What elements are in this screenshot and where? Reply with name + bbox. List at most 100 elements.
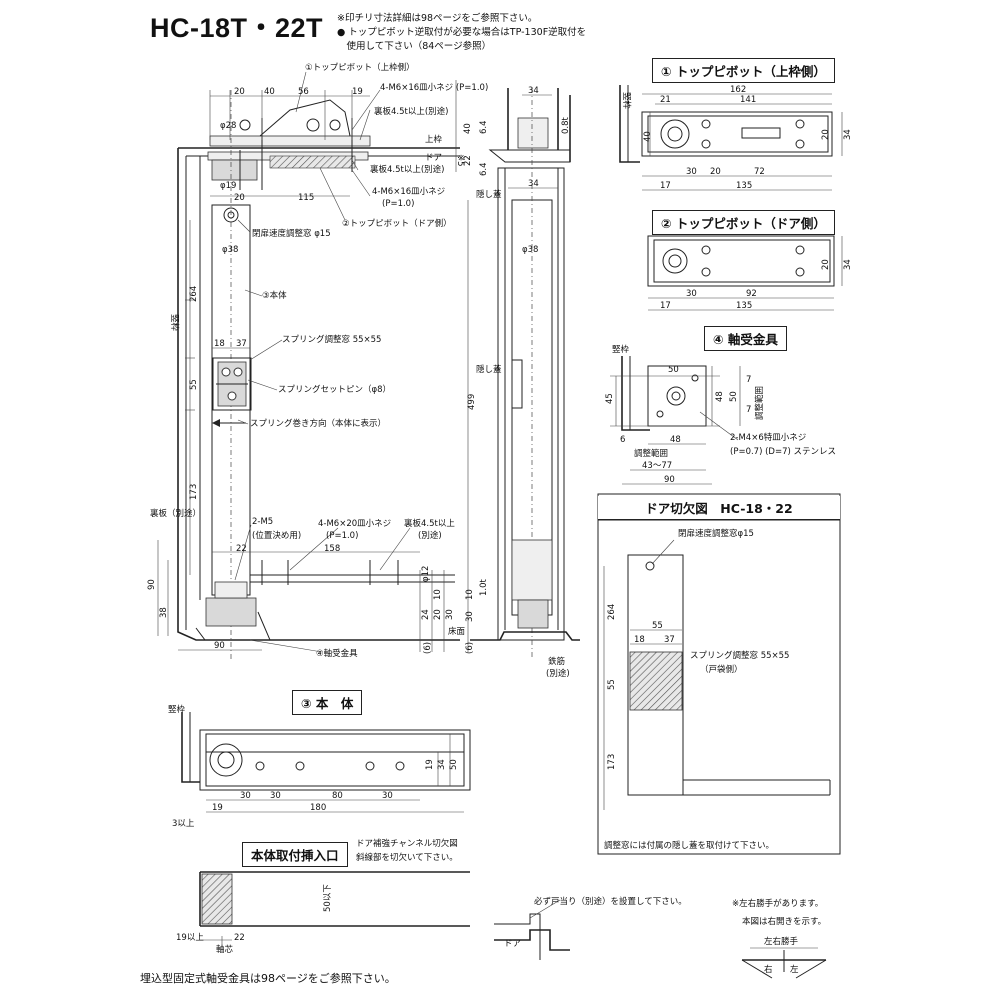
dim-phi38: φ38 bbox=[222, 245, 238, 255]
label-backing4b: (別途) bbox=[418, 530, 442, 541]
panel1-title: ① トップピボット（上枠側） bbox=[652, 58, 835, 83]
p5-dim-180: 180 bbox=[310, 803, 326, 813]
dim-30: 30 bbox=[445, 609, 455, 620]
label-steel-bar: 鉄筋 bbox=[548, 656, 565, 667]
dim-6b: (6) bbox=[465, 642, 475, 654]
dim-6: (6) bbox=[423, 642, 433, 654]
p3-dim-48v: 48 bbox=[715, 391, 725, 402]
p6-note2: 斜線部を切欠いて下さい。 bbox=[356, 852, 458, 863]
dim-phi12: φ12 bbox=[421, 566, 431, 582]
p3-dim-7a: 7 bbox=[746, 375, 751, 385]
p6-note1: ドア補強チャンネル切欠図 bbox=[356, 838, 458, 849]
label-screw2b: (P=1.0) bbox=[382, 199, 414, 209]
p4-note: 調整窓には付属の隠し蓋を取付けて下さい。 bbox=[604, 840, 774, 851]
dim-6-4b: 6.4 bbox=[479, 162, 489, 176]
p3-dim-6: 6 bbox=[620, 435, 625, 445]
label-asterisk: ※5 bbox=[455, 154, 465, 167]
panel1-frame: 竪枠 bbox=[621, 92, 632, 110]
dim-19: 19 bbox=[352, 87, 363, 97]
p5-dim-19b: 19 bbox=[425, 759, 435, 770]
label-screw2: 4-M6×16皿小ネジ bbox=[372, 186, 445, 197]
dim-40-side: 40 bbox=[463, 123, 473, 134]
dim-18: 18 bbox=[214, 339, 225, 349]
label-tp-top: ①トップピボット（上枠側） bbox=[305, 62, 415, 73]
p1-dim-30: 30 bbox=[686, 167, 697, 177]
panel-door-cutout bbox=[597, 493, 841, 855]
dim-34-top: 34 bbox=[528, 86, 539, 96]
bearing-block bbox=[205, 597, 257, 627]
label-vertical-frame: 竪枠 bbox=[169, 314, 180, 332]
dim-40: 40 bbox=[264, 87, 275, 97]
label-backing3: 裏板（別途） bbox=[150, 508, 201, 519]
p1-dim-34: 34 bbox=[843, 129, 853, 140]
dim-0-8t: 0.8t bbox=[561, 116, 571, 134]
dim-22-side: 22 bbox=[463, 155, 473, 166]
p6-axis: 軸芯 bbox=[216, 944, 234, 955]
p4-dim-18: 18 bbox=[634, 635, 645, 645]
panel-top-pivot-frame bbox=[619, 85, 843, 191]
p6-dim-50: 50以下 bbox=[323, 884, 333, 912]
p6-min19: 19以上 bbox=[176, 933, 204, 943]
label-m5b: (位置決め用) bbox=[252, 530, 301, 541]
dim-6-4a: 6.4 bbox=[479, 120, 489, 134]
panel-insertion bbox=[199, 871, 470, 950]
panel-door-stop bbox=[494, 899, 570, 960]
label-steel-bar-2: (別途) bbox=[546, 668, 570, 679]
p3-range: 43〜77 bbox=[642, 461, 672, 471]
dim-37: 37 bbox=[236, 339, 247, 349]
panel3-frame: 竪枠 bbox=[612, 344, 630, 355]
dim-158: 158 bbox=[324, 544, 340, 554]
p1-dim-162: 162 bbox=[730, 85, 746, 95]
p5-dim-50: 50 bbox=[449, 759, 459, 770]
p1-dim-72: 72 bbox=[754, 167, 765, 177]
spring-window bbox=[212, 357, 252, 411]
p7-note: 必ず戸当り（別途）を設置して下さい。 bbox=[534, 896, 687, 907]
panel3-title: ④ 軸受金具 bbox=[704, 326, 787, 351]
p4-dim-55h: 55 bbox=[652, 621, 663, 631]
label-floor: 床面 bbox=[448, 626, 466, 637]
label-bearing: ④軸受金具 bbox=[316, 648, 358, 659]
p1-dim-135: 135 bbox=[736, 181, 752, 191]
p1-dim-20b: 20 bbox=[710, 167, 721, 177]
panel-top-pivot-door bbox=[647, 235, 843, 311]
p4-dim-55v: 55 bbox=[607, 679, 617, 690]
p4-dim-264: 264 bbox=[607, 604, 617, 620]
p1-dim-20: 20 bbox=[821, 129, 831, 140]
panel-body bbox=[181, 712, 471, 813]
p7-door: ドア bbox=[504, 939, 521, 949]
note-line-1: ※印チリ寸法詳細は98ページをご参照下さい。 bbox=[337, 13, 538, 24]
p1-dim-17: 17 bbox=[660, 181, 671, 191]
panel4-title: ドア切欠図 HC-18・22 bbox=[598, 496, 840, 520]
p3-screw: 2-M4×6特皿小ネジ bbox=[730, 432, 806, 443]
p3-range-label: 調整範囲 bbox=[634, 448, 668, 459]
p3-dim-48h: 48 bbox=[670, 435, 681, 445]
label-closing-window: 閉扉速度調整窓 φ15 bbox=[252, 228, 331, 239]
p1-dim-40: 40 bbox=[643, 131, 653, 142]
p2-dim-30: 30 bbox=[686, 289, 697, 299]
dim-55: 55 bbox=[189, 379, 199, 390]
p6-dim-22: 22 bbox=[234, 933, 245, 943]
p3-dim-90: 90 bbox=[664, 475, 675, 485]
p8-label: 左右勝手 bbox=[764, 936, 799, 947]
p5-dim-30b: 30 bbox=[270, 791, 281, 801]
p3-dim-45: 45 bbox=[605, 393, 615, 404]
dim-1-0t: 1.0t bbox=[479, 578, 489, 596]
p5-dim-30c: 30 bbox=[382, 791, 393, 801]
dim-90h: 90 bbox=[214, 641, 225, 651]
label-screw3: 4-M6×20皿小ネジ bbox=[318, 518, 391, 529]
p3-dim-7b: 7 bbox=[746, 405, 751, 415]
p4-dim-37: 37 bbox=[664, 635, 675, 645]
panel5-frame: 竪枠 bbox=[168, 704, 186, 715]
dim-173: 173 bbox=[189, 484, 199, 500]
p5-dim-34: 34 bbox=[437, 759, 447, 770]
dim-20b: 20 bbox=[234, 193, 245, 203]
p2-dim-34: 34 bbox=[843, 259, 853, 270]
dim-90v: 90 bbox=[147, 579, 157, 590]
p8-left: 左 bbox=[790, 964, 799, 975]
panel5-min3: 3以上 bbox=[172, 819, 195, 829]
p1-dim-141: 141 bbox=[740, 95, 756, 105]
panel-bearing bbox=[610, 356, 741, 485]
panel5-title: ③ 本 体 bbox=[292, 690, 363, 715]
label-hidden-cover-2: 隠し蓋 bbox=[476, 364, 502, 375]
